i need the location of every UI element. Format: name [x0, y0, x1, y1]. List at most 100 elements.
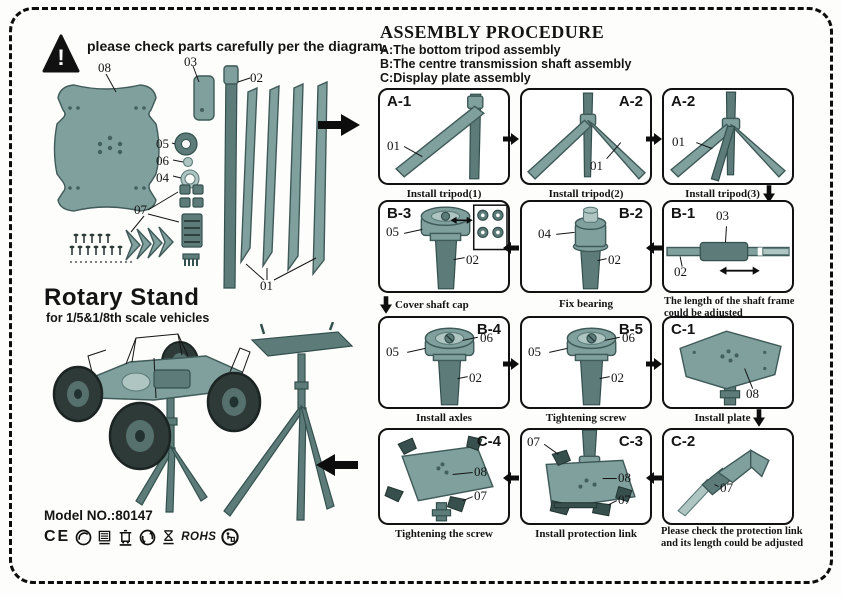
- step-id: C-3: [618, 433, 643, 450]
- part-label: 01: [590, 158, 603, 173]
- recycle-icon: [139, 529, 156, 545]
- part-label: 07: [720, 480, 733, 495]
- parts-diagram: 08 03 02 05 06 04 07 01: [36, 52, 372, 296]
- product-illustration: [34, 322, 370, 522]
- step-caption-a2: Install tripod(2): [548, 188, 624, 200]
- step-c1-drawing: [679, 330, 782, 406]
- parts-drawing: [53, 65, 328, 289]
- flow-arrow-left-icon: [646, 472, 662, 484]
- step-caption-c4: Tightening the screw: [395, 528, 493, 540]
- svg-text:!: !: [57, 45, 64, 70]
- part-label-link: 07: [134, 202, 147, 217]
- assembly-title: ASSEMBLY PROCEDURE: [380, 22, 605, 42]
- flow-arrow-right-icon: [646, 358, 662, 370]
- part-label: 08: [474, 464, 487, 479]
- part-legs-shape: [240, 80, 328, 277]
- step-caption-a1: Install tripod(1): [406, 188, 482, 200]
- step-panel-c2: C-2 07: [662, 428, 794, 525]
- part-label-plate: 08: [98, 60, 111, 75]
- part-chevrons-shape: [125, 226, 174, 261]
- model-number: Model NO.:80147: [44, 508, 153, 523]
- part-label: 02: [466, 252, 479, 267]
- truck-on-stand-drawing: [52, 322, 354, 521]
- part-label: 07: [618, 492, 631, 507]
- step-id: C-1: [671, 321, 696, 338]
- ce-mark: CE: [44, 528, 71, 545]
- flow-arrow-down-icon: [380, 296, 392, 314]
- part-label: 08: [618, 470, 631, 485]
- step-caption-c2: Please check the protection link and its…: [661, 526, 804, 549]
- part-label: 07: [474, 488, 487, 503]
- part-plate-shape: [53, 84, 160, 212]
- step-caption-c1: Install plate: [662, 409, 798, 427]
- part-label: 06: [480, 330, 493, 345]
- flow-arrow-right-icon: [503, 358, 519, 370]
- flow-arrow-left-icon: [503, 242, 519, 254]
- step-id: C-2: [671, 433, 696, 450]
- assembly-line-a: A:The bottom tripod assembly: [380, 43, 561, 57]
- step-panel-b4: B-4 06 05 02: [378, 316, 510, 409]
- part-label-shaft: 02: [250, 70, 263, 85]
- part-label-bearing: 04: [156, 170, 169, 185]
- step-caption-b4: Install axles: [416, 412, 472, 424]
- part-label: 01: [672, 134, 685, 149]
- part-label: 03: [716, 208, 729, 223]
- flow-arrow-down-icon: [753, 409, 766, 427]
- product-subtitle: for 1/5&1/8th scale vehicles: [46, 311, 210, 325]
- green-dot-icon: [75, 529, 92, 545]
- step-panel-a3: A-2 01: [662, 88, 794, 185]
- step-id: A-2: [671, 93, 696, 110]
- step-id: B-5: [618, 321, 643, 338]
- step-panel-a1: A-1 01: [378, 88, 510, 185]
- part-label: 05: [528, 344, 541, 359]
- part-cap-shape: [193, 75, 215, 121]
- certification-row: CE ROHS: [44, 528, 240, 546]
- flow-arrow-right-icon: [503, 133, 519, 145]
- assembled-stand: [223, 322, 354, 521]
- part-ball-shape: [182, 156, 194, 168]
- step-a2-drawing: [527, 92, 646, 180]
- step-b3-drawing: [404, 204, 508, 290]
- step-caption-b5: Tightening screw: [545, 412, 627, 424]
- part-shaft-shape: [223, 65, 238, 289]
- step-c2-drawing: [677, 449, 770, 517]
- part-label: 02: [469, 370, 482, 385]
- truck-wheels: [52, 365, 262, 471]
- warning-triangle-icon: !: [42, 34, 80, 73]
- part-screws-shape: [69, 233, 132, 263]
- product-title: Rotary Stand: [44, 284, 200, 311]
- step-id: A-2: [618, 93, 643, 110]
- part-label: 02: [611, 370, 624, 385]
- step-id: B-1: [671, 205, 696, 222]
- weee-bin-icon: [119, 529, 132, 546]
- step-caption-b2: Fix bearing: [558, 298, 614, 310]
- glass-icon: [163, 530, 174, 545]
- step-id: A-1: [387, 93, 412, 110]
- part-label: 08: [746, 386, 759, 401]
- flow-arrow-left-icon: [503, 472, 519, 484]
- step-c4-drawing: [384, 435, 494, 522]
- part-label: 02: [674, 264, 687, 279]
- part-label-leg: 01: [260, 278, 273, 293]
- step-panel-b3: B-3 05 02: [378, 200, 510, 293]
- part-label: 01: [387, 138, 400, 153]
- step-b4-drawing: [407, 327, 478, 406]
- step-a3-drawing: [670, 91, 786, 182]
- info-label-icon: [98, 530, 111, 544]
- step-id: B-4: [476, 321, 501, 338]
- part-label-washer: 05: [156, 136, 169, 151]
- step-panel-b5: B-5 06 05 02: [520, 316, 652, 409]
- part-label: 02: [608, 252, 621, 267]
- assembly-line-b: B:The centre transmission shaft assembly: [380, 57, 632, 71]
- step-id: B-2: [618, 205, 643, 222]
- step-caption-b1: The length of the shaft frame could be a…: [664, 296, 795, 319]
- rohs-mark: ROHS: [181, 531, 217, 543]
- step-panel-b1: B-1 03 02: [662, 200, 794, 293]
- flow-arrow-right-icon: [646, 133, 662, 145]
- step-panel-c4: C-4 08 07: [378, 428, 510, 525]
- stand-under-truck: [135, 391, 208, 513]
- step-panel-a2: A-2 01: [520, 88, 652, 185]
- step-caption-b3: Cover shaft cap: [378, 296, 510, 314]
- part-label: 04: [538, 226, 551, 241]
